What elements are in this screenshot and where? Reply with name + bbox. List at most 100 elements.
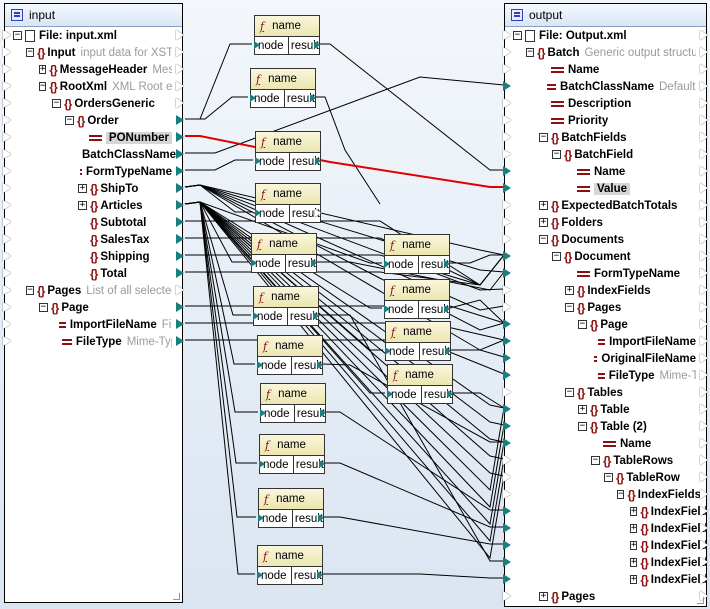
- output-connector-icon[interactable]: [700, 421, 708, 431]
- input-connector-icon[interactable]: [503, 574, 511, 584]
- tree-item[interactable]: −{}Page: [578, 316, 696, 333]
- expand-icon[interactable]: +: [39, 64, 47, 74]
- input-connector-icon[interactable]: [3, 47, 11, 57]
- input-connector-icon[interactable]: [3, 234, 11, 244]
- input-connector-icon[interactable]: [3, 183, 11, 193]
- tree-item[interactable]: Value: [565, 180, 696, 197]
- input-connector-icon[interactable]: [503, 489, 511, 499]
- output-connector-icon[interactable]: [700, 217, 708, 227]
- tree-item[interactable]: +{}IndexField (2): [630, 520, 710, 537]
- collapse-icon[interactable]: −: [578, 421, 587, 431]
- tree-item[interactable]: ImportFileName: [591, 333, 696, 350]
- expand-icon[interactable]: +: [578, 404, 587, 414]
- expand-icon[interactable]: +: [78, 200, 87, 210]
- collapse-icon[interactable]: −: [591, 455, 600, 465]
- input-connector-icon[interactable]: [3, 98, 11, 108]
- input-component-header[interactable]: input: [5, 4, 182, 27]
- output-connector-icon[interactable]: [176, 30, 184, 40]
- output-connector-icon[interactable]: [176, 81, 184, 91]
- output-connector-icon[interactable]: [700, 472, 708, 482]
- output-connector-icon[interactable]: [176, 166, 184, 176]
- mapping-line[interactable]: [325, 462, 504, 528]
- output-connector-icon[interactable]: [700, 81, 708, 91]
- tree-item[interactable]: +{}IndexField (3): [630, 537, 710, 554]
- output-connector-icon[interactable]: [700, 132, 708, 142]
- collapse-icon[interactable]: −: [26, 47, 35, 57]
- collapse-icon[interactable]: −: [513, 30, 522, 40]
- expand-icon[interactable]: +: [539, 591, 548, 601]
- function-input-connector-icon[interactable]: [385, 347, 391, 355]
- input-connector-icon[interactable]: [503, 319, 511, 329]
- collapse-icon[interactable]: −: [526, 47, 535, 57]
- expand-icon[interactable]: +: [565, 285, 574, 295]
- tree-item[interactable]: +{}Pages: [539, 588, 696, 605]
- input-connector-icon[interactable]: [503, 285, 511, 295]
- output-connector-icon[interactable]: [176, 336, 184, 346]
- output-connector-icon[interactable]: [176, 319, 184, 329]
- function-input-connector-icon[interactable]: [250, 94, 256, 102]
- input-connector-icon[interactable]: [503, 149, 511, 159]
- tree-item[interactable]: {}Shipping: [78, 248, 172, 265]
- mapping-line[interactable]: [323, 573, 504, 579]
- input-connector-icon[interactable]: [503, 98, 511, 108]
- output-connector-icon[interactable]: [700, 404, 708, 414]
- expand-icon[interactable]: +: [539, 200, 548, 210]
- tree-item[interactable]: FormTypeName: [565, 265, 696, 282]
- input-connector-icon[interactable]: [3, 319, 11, 329]
- mapping-line[interactable]: [185, 96, 248, 120]
- output-connector-icon[interactable]: [700, 336, 708, 346]
- function-output-connector-icon[interactable]: [320, 409, 326, 417]
- collapse-icon[interactable]: −: [65, 115, 74, 125]
- function-input-connector-icon[interactable]: [258, 514, 264, 522]
- expand-icon[interactable]: +: [630, 506, 638, 516]
- collapse-icon[interactable]: −: [39, 302, 48, 312]
- tree-item[interactable]: −{}Order: [65, 112, 172, 129]
- input-connector-icon[interactable]: [503, 234, 511, 244]
- tree-item[interactable]: +{}MessageHeaderMessage: [39, 61, 172, 78]
- output-connector-icon[interactable]: [176, 217, 184, 227]
- expand-icon[interactable]: +: [539, 217, 548, 227]
- mapping-line[interactable]: [453, 392, 505, 409]
- tree-item[interactable]: −{}Documents: [539, 231, 696, 248]
- output-connector-icon[interactable]: [176, 234, 184, 244]
- tree-item[interactable]: −File: input.xml: [13, 27, 172, 44]
- function-input-connector-icon[interactable]: [384, 260, 390, 268]
- input-connector-icon[interactable]: [503, 47, 511, 57]
- collapse-icon[interactable]: −: [52, 98, 61, 108]
- input-connector-icon[interactable]: [3, 30, 11, 40]
- collapse-icon[interactable]: −: [578, 319, 587, 329]
- output-connector-icon[interactable]: [700, 506, 708, 516]
- mapping-line[interactable]: [320, 43, 504, 171]
- input-connector-icon[interactable]: [3, 81, 11, 91]
- tree-item[interactable]: ImportFileNameFile: [52, 316, 172, 333]
- output-connector-icon[interactable]: [176, 47, 184, 57]
- mapping-line[interactable]: [451, 349, 505, 358]
- output-connector-icon[interactable]: [176, 64, 184, 74]
- output-connector-icon[interactable]: [176, 98, 184, 108]
- collapse-icon[interactable]: −: [552, 149, 561, 159]
- collapse-icon[interactable]: −: [552, 251, 561, 261]
- output-connector-icon[interactable]: [700, 234, 708, 244]
- input-connector-icon[interactable]: [503, 523, 511, 533]
- expand-icon[interactable]: +: [78, 183, 87, 193]
- output-connector-icon[interactable]: [700, 438, 708, 448]
- output-connector-icon[interactable]: [176, 285, 184, 295]
- output-connector-icon[interactable]: [700, 489, 708, 499]
- mapping-line[interactable]: [184, 184, 505, 351]
- output-connector-icon[interactable]: [176, 132, 184, 142]
- output-connector-icon[interactable]: [700, 353, 708, 363]
- output-connector-icon[interactable]: [700, 557, 708, 567]
- function-input-connector-icon[interactable]: [254, 41, 260, 49]
- output-connector-icon[interactable]: [700, 268, 708, 278]
